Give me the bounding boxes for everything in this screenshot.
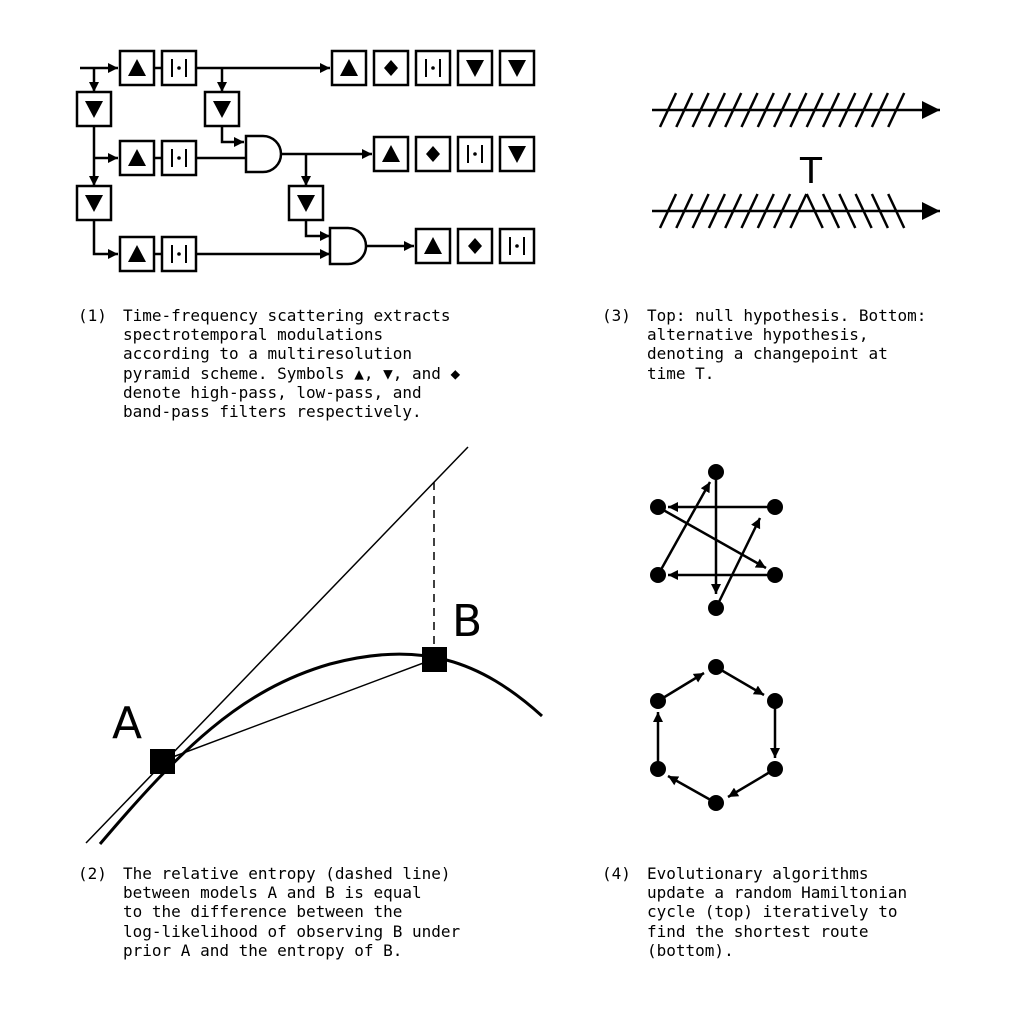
caption-text: Time-frequency scattering extracts spect… [123, 306, 461, 422]
scattering-pyramid-diagram [75, 49, 536, 273]
hatch-tick [838, 92, 857, 128]
hatch-tick [691, 92, 710, 128]
high-pass-filter-box [118, 49, 156, 87]
node [767, 693, 783, 709]
hatch-tick [789, 193, 808, 229]
hatch-tick [756, 193, 775, 229]
tangent-line [85, 446, 469, 844]
hatch-tick [870, 92, 890, 128]
node [767, 567, 783, 583]
label-t: T [800, 151, 822, 192]
modulus-box [414, 49, 452, 87]
node [650, 567, 666, 583]
band-pass-filter-box [456, 227, 494, 265]
node [650, 693, 666, 709]
caption-1: (1) Time-frequency scattering extracts s… [78, 306, 538, 426]
low-pass-filter-box [75, 184, 113, 222]
high-pass-filter-box [330, 49, 368, 87]
hatch-tick [772, 92, 792, 128]
modulus-box [160, 139, 198, 177]
modulus-box [456, 135, 494, 173]
caption-number: (2) [78, 864, 107, 883]
node [708, 795, 724, 811]
hatch-tick [724, 193, 743, 229]
changepoint-diagram [652, 92, 940, 229]
low-pass-filter-box [75, 90, 113, 128]
modulus-box [498, 227, 536, 265]
node [650, 761, 666, 777]
caption-2: (2) The relative entropy (dashed line) b… [78, 864, 548, 964]
hatch-tick [854, 193, 873, 229]
caption-number: (3) [602, 306, 631, 325]
hatch-tick [772, 193, 792, 229]
hatch-tick [821, 92, 841, 128]
hatch-tick [838, 193, 857, 229]
low-pass-filter-box [456, 49, 494, 87]
hatch-tick [675, 193, 694, 229]
node [767, 499, 783, 515]
caption-number: (1) [78, 306, 107, 325]
modulus-box [160, 235, 198, 273]
high-pass-filter-box [372, 135, 410, 173]
hatch-tick [887, 92, 906, 128]
point-b-marker [422, 647, 447, 672]
chord-line [161, 658, 435, 762]
point-a-marker [150, 749, 175, 774]
hatch-tick [707, 92, 727, 128]
band-pass-filter-box [372, 49, 410, 87]
label-a: A [112, 698, 143, 749]
caption-text: Evolutionary algorithms update a random … [647, 864, 908, 960]
label-b: B [452, 596, 483, 647]
node [708, 464, 724, 480]
caption-3: (3) Top: null hypothesis. Bottom: altern… [602, 306, 992, 386]
node [708, 600, 724, 616]
hatch-tick [821, 193, 841, 229]
high-pass-filter-box [414, 227, 452, 265]
hamiltonian-cycle-diagram [650, 464, 783, 811]
hatch-tick [870, 193, 890, 229]
and-gate [244, 134, 283, 174]
hatch-tick [724, 92, 743, 128]
node [650, 499, 666, 515]
hatch-tick [789, 92, 808, 128]
shortest-route-cycle [653, 665, 780, 805]
caption-number: (4) [602, 864, 631, 883]
hatch-tick [707, 193, 727, 229]
caption-text: Top: null hypothesis. Bottom: alternativ… [647, 306, 927, 383]
hatch-tick [854, 92, 873, 128]
low-pass-filter-box [287, 184, 325, 222]
hatch-tick [658, 92, 678, 128]
hatch-tick [756, 92, 775, 128]
hatch-tick [740, 193, 759, 229]
hatch-tick [658, 193, 678, 229]
random-cycle [656, 472, 775, 609]
band-pass-filter-box [414, 135, 452, 173]
hatch-tick [740, 92, 759, 128]
caption-text: The relative entropy (dashed line) betwe… [123, 864, 461, 960]
hatch-tick [805, 193, 824, 229]
high-pass-filter-box [118, 235, 156, 273]
node [708, 659, 724, 675]
hatch-tick [805, 92, 824, 128]
node [767, 761, 783, 777]
and-gate [328, 226, 368, 266]
low-pass-filter-box [498, 49, 536, 87]
low-pass-filter-box [498, 135, 536, 173]
hatch-tick [887, 193, 906, 229]
hatch-tick [675, 92, 694, 128]
hatch-tick [691, 193, 710, 229]
relative-entropy-diagram [85, 446, 544, 845]
modulus-box [160, 49, 198, 87]
high-pass-filter-box [118, 139, 156, 177]
low-pass-filter-box [203, 90, 241, 128]
caption-4: (4) Evolutionary algorithms update a ran… [602, 864, 992, 964]
